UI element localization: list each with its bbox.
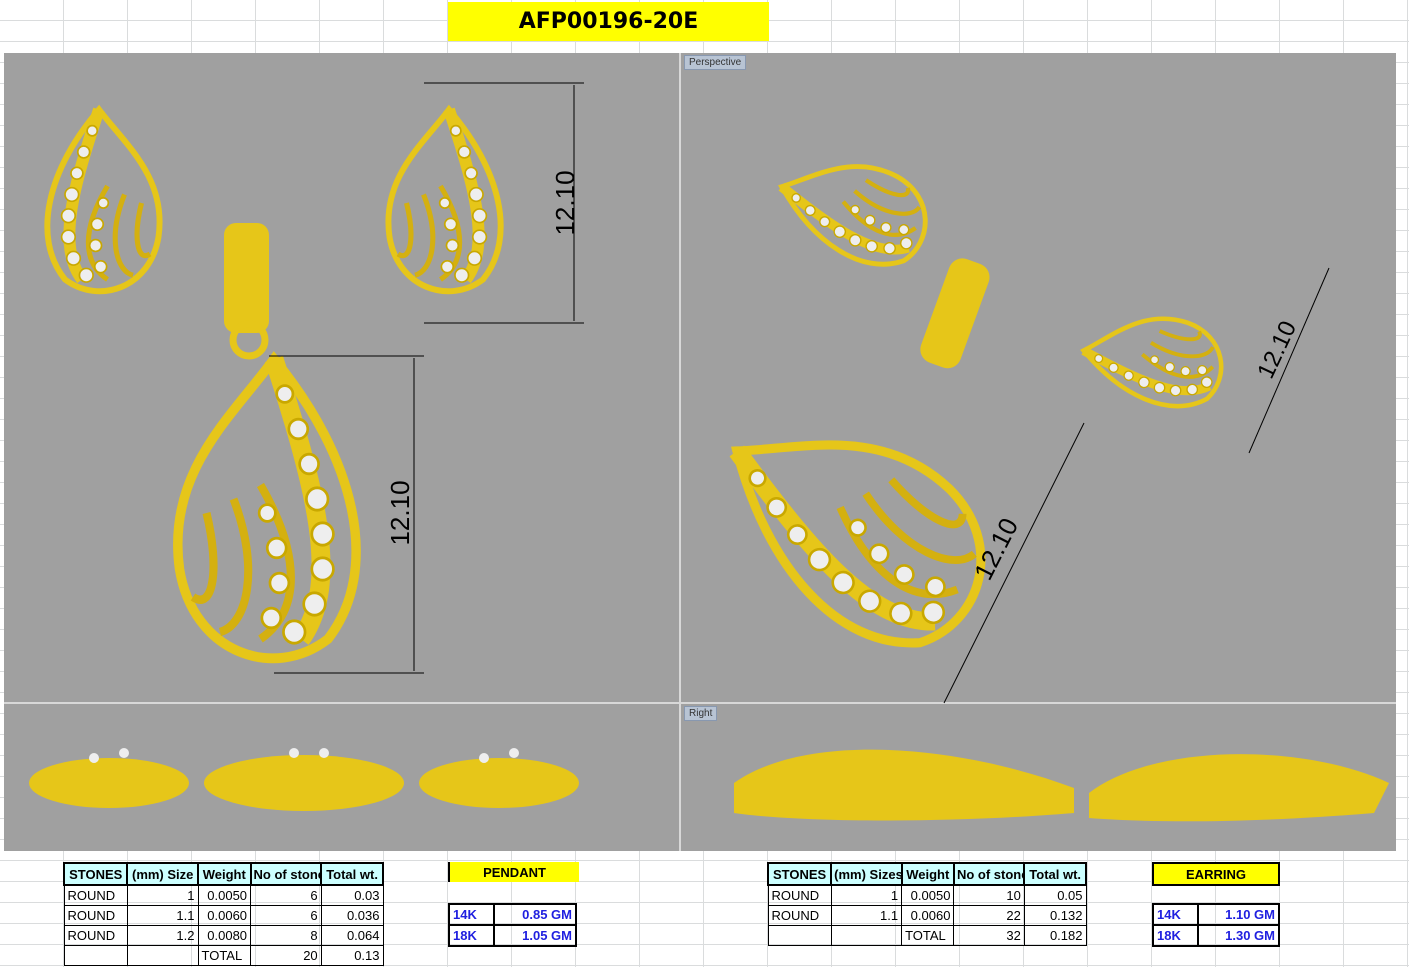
karat-weight: 1.30 GM (1196, 924, 1281, 947)
cell[interactable]: 0.05 (1023, 884, 1087, 906)
cell[interactable]: 22 (953, 904, 1025, 926)
pendant-label: PENDANT (448, 862, 579, 882)
col-header: (mm) Sizes (830, 862, 903, 886)
cell[interactable]: 1 (126, 884, 199, 906)
karat-weight: 0.85 GM (493, 903, 577, 926)
earring-label: EARRING (1152, 862, 1280, 886)
cell[interactable]: ROUND (63, 924, 128, 946)
cell[interactable]: ROUND (63, 884, 128, 906)
cell[interactable]: 0.036 (320, 904, 384, 926)
cell[interactable]: 6 (250, 904, 322, 926)
earring-right-front (388, 110, 500, 292)
pendant-perspective (692, 375, 1018, 675)
total-count[interactable]: 20 (250, 944, 322, 966)
col-header: Weight (197, 862, 252, 886)
render-drawing: 12.10 12.10 12.10 12.10 (4, 53, 1396, 851)
cell[interactable]: ROUND (767, 904, 832, 926)
earring-left-front (47, 110, 159, 292)
earring-perspective-a (767, 140, 939, 278)
col-header: Weight (900, 862, 955, 886)
cell[interactable]: 1.1 (830, 904, 903, 926)
earring-perspective-b (1077, 305, 1229, 414)
cell[interactable]: 1.1 (126, 904, 199, 926)
cell[interactable]: 10 (953, 884, 1025, 906)
viewport-perspective-dropdown[interactable]: Perspective (684, 55, 747, 70)
cell[interactable]: 0.064 (320, 924, 384, 946)
cell[interactable]: 8 (250, 924, 322, 946)
karat-label: 18K (1152, 924, 1199, 947)
karat-label: 14K (1152, 903, 1199, 926)
cell[interactable]: 6 (250, 884, 322, 906)
cell[interactable]: 0.03 (320, 884, 384, 906)
total-count[interactable]: 32 (953, 924, 1025, 946)
cell[interactable]: 0.0080 (197, 924, 252, 946)
col-header: STONES (766, 862, 833, 886)
design-code-title: AFP00196-20E (448, 2, 769, 41)
total-label: TOTAL (901, 924, 955, 946)
side-view-models (29, 749, 1389, 822)
dimension-label: 12.10 (1252, 317, 1302, 383)
total-weight[interactable]: 0.182 (1023, 924, 1087, 946)
karat-label: 18K (447, 924, 496, 947)
total-weight[interactable]: 0.13 (320, 944, 384, 966)
col-header: Total wt. (320, 862, 384, 886)
cell[interactable]: 0.0050 (197, 884, 252, 906)
cell[interactable]: 0.0060 (197, 904, 252, 926)
col-header: No of stone (952, 862, 1026, 886)
dimension-label: 12.10 (385, 480, 415, 545)
cell[interactable]: 0.0060 (901, 904, 955, 926)
total-label: TOTAL (197, 944, 252, 966)
cell[interactable]: ROUND (63, 904, 128, 926)
dimension-label: 12.10 (550, 170, 580, 235)
col-header: STONES (62, 862, 129, 886)
col-header: (mm) Size (126, 862, 199, 886)
col-header: Total wt. (1023, 862, 1087, 886)
karat-weight: 1.10 GM (1196, 903, 1281, 926)
pendant-bail (224, 223, 269, 333)
viewport-right-dropdown[interactable]: Right (684, 706, 718, 721)
cell[interactable]: 1.2 (126, 924, 199, 946)
cell[interactable]: 1 (830, 884, 903, 906)
jewelry-render-image: 12.10 12.10 12.10 12.10 Perspective Righ… (4, 53, 1396, 851)
cell[interactable]: 0.0050 (901, 884, 955, 906)
col-header: No of stone (249, 862, 323, 886)
karat-weight: 1.05 GM (493, 924, 577, 947)
cell[interactable]: 0.132 (1023, 904, 1087, 926)
cell[interactable]: ROUND (767, 884, 832, 906)
pendant-front (178, 359, 356, 658)
karat-label: 14K (447, 903, 496, 926)
